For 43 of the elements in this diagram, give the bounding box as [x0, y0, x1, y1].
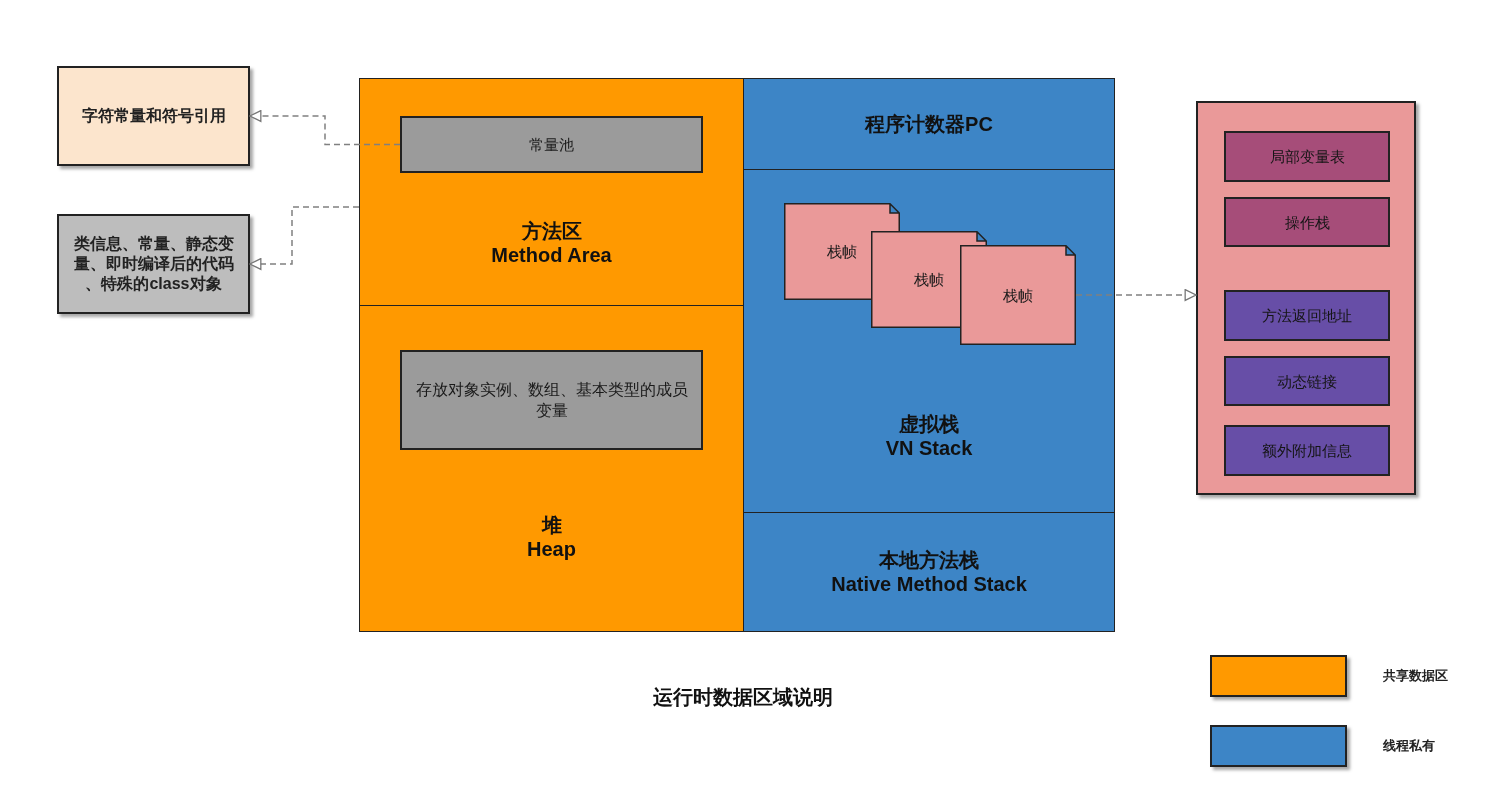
region-title: VN Stack: [884, 436, 974, 460]
info-box: [57, 214, 250, 314]
memory-region: [359, 78, 744, 306]
slot-label: 方法返回地址: [1262, 306, 1352, 325]
region-title: 堆: [540, 513, 563, 537]
box-label: 字符常量和符号引用: [81, 106, 226, 126]
frame-label: 栈帧: [827, 242, 857, 261]
frame-slot: [1224, 131, 1390, 182]
dashed-arrow: [1075, 288, 1197, 302]
dashed-arrow: [249, 206, 360, 271]
diagram-caption: 运行时数据区域说明: [652, 685, 834, 710]
dashed-arrow: [249, 109, 401, 146]
slot-label: 额外附加信息: [1262, 441, 1352, 460]
info-box: [57, 66, 250, 166]
legend-text: 共享数据区: [1383, 667, 1448, 685]
box-label: 常量池: [529, 135, 574, 154]
slot-label: 动态链接: [1277, 371, 1337, 391]
frame-slot: [1224, 356, 1390, 406]
region-title: Heap: [526, 537, 577, 561]
region-title: Method Area: [490, 243, 613, 267]
legend-text: 线程私有: [1383, 737, 1435, 755]
memory-region: [359, 305, 744, 632]
frame-label: 栈帧: [914, 270, 944, 289]
slot-label: 局部变量表: [1269, 147, 1345, 166]
region-title: 程序计数器PC: [865, 112, 993, 136]
slot-label: 操作栈: [1284, 212, 1330, 232]
region-title: 虚拟栈: [898, 412, 960, 436]
frame-label: 栈帧: [1003, 285, 1033, 305]
frame-slot: [1224, 425, 1390, 476]
region-title: 本地方法栈: [878, 548, 980, 572]
memory-region: [743, 512, 1115, 632]
frame-slot: [1224, 290, 1390, 341]
content-box: [400, 350, 703, 450]
box-label: 存放对象实例、数组、基本类型的成员变量: [414, 380, 689, 421]
memory-region: [743, 169, 1115, 513]
frame-panel: [1196, 101, 1416, 495]
memory-region: [743, 78, 1115, 170]
frame-slot: [1224, 197, 1390, 247]
region-title: 方法区: [520, 219, 583, 243]
stack-frame-note: [960, 245, 1076, 345]
box-label: 类信息、常量、静态变量、即时编译后的代码、特殊的class对象: [72, 234, 235, 294]
region-title: Native Method Stack: [831, 572, 1027, 596]
pool-box: [400, 116, 703, 173]
